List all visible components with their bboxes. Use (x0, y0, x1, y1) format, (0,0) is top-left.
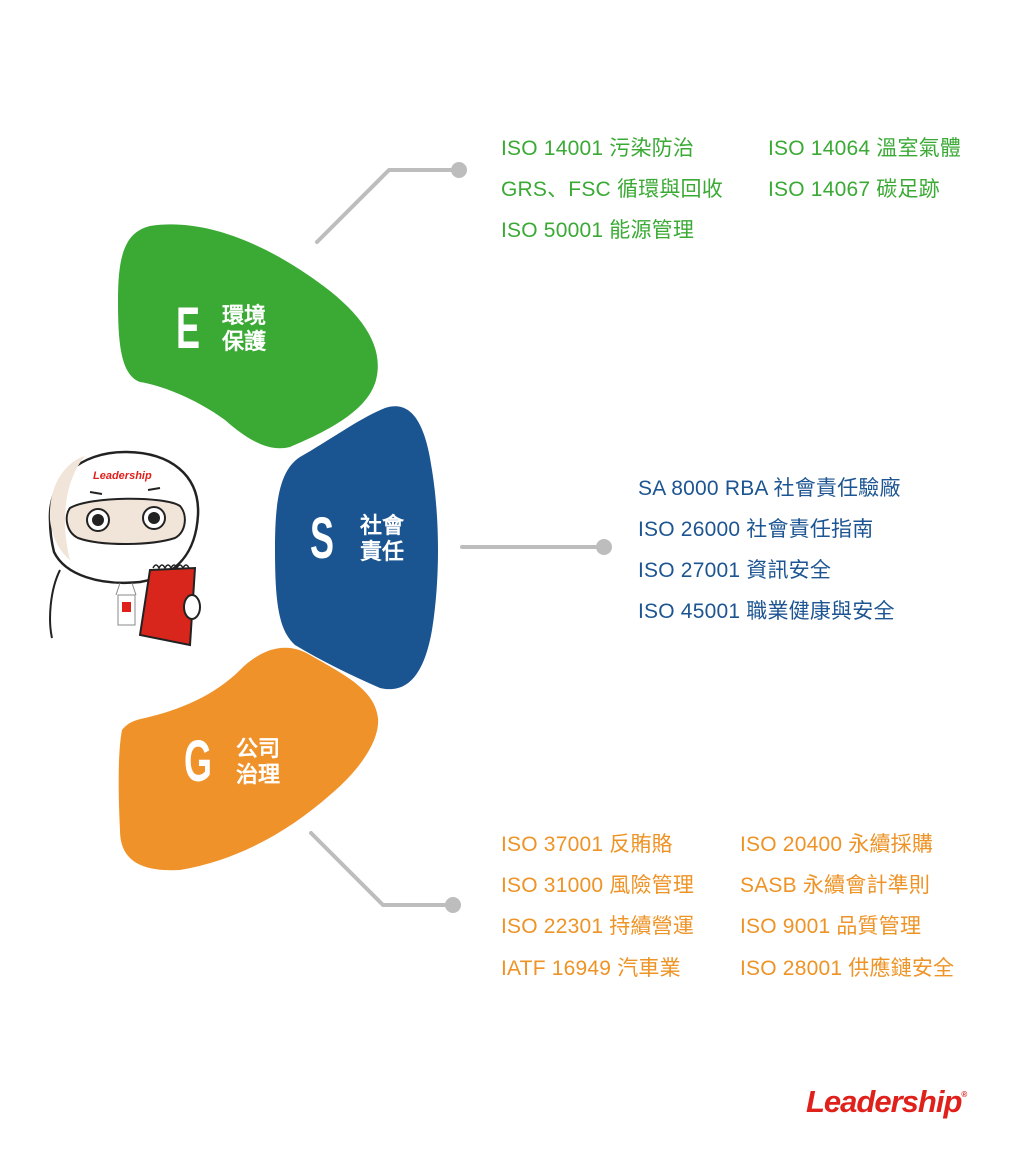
social-item: ISO 27001 資訊安全 (638, 559, 832, 582)
mascot-figure (48, 450, 201, 647)
panel-e: E 環境 保護 (176, 300, 266, 358)
panel-e-letter: E (176, 296, 200, 361)
governance-item: ISO 28001 供應鏈安全 (740, 957, 955, 980)
social-item: ISO 45001 職業健康與安全 (638, 600, 895, 623)
panel-s: S 社會 責任 (310, 510, 404, 568)
panel-s-title: 社會 責任 (360, 513, 404, 565)
mascot-badge-text: Leadership (93, 470, 152, 482)
panel-g-shape (118, 647, 379, 871)
panel-e-title-line1: 環境 (222, 303, 267, 328)
panel-e-title: 環境 保護 (222, 303, 266, 355)
panel-s-title-line1: 社會 (360, 513, 405, 538)
governance-item: ISO 37001 反賄賂 (501, 833, 673, 856)
panel-s-title-line2: 責任 (360, 539, 405, 564)
connector-s (460, 539, 612, 555)
environment-item: ISO 14067 碳足跡 (768, 178, 940, 201)
panel-g: G 公司 治理 (184, 733, 280, 791)
social-item: SA 8000 RBA 社會責任驗廠 (638, 477, 901, 500)
panel-e-shape (118, 224, 378, 449)
panel-g-letter: G (184, 729, 212, 794)
connector-g (309, 831, 461, 913)
environment-item: GRS、FSC 循環與回收 (501, 178, 723, 201)
environment-item: ISO 14064 溫室氣體 (768, 137, 962, 160)
panel-s-shape (275, 406, 438, 690)
environment-item: ISO 14001 污染防治 (501, 137, 695, 160)
panel-s-letter: S (310, 506, 334, 571)
governance-item: ISO 9001 品質管理 (740, 915, 922, 938)
registered-mark-icon: ® (961, 1090, 967, 1099)
governance-item: IATF 16949 汽車業 (501, 957, 681, 980)
environment-item: ISO 50001 能源管理 (501, 219, 695, 242)
logo-text: Leadership (806, 1084, 962, 1119)
governance-item: ISO 20400 永續採購 (740, 833, 934, 856)
leadership-logo: Leadership® (806, 1084, 967, 1120)
governance-item: SASB 永續會計準則 (740, 874, 931, 897)
panel-g-title-line2: 治理 (236, 762, 281, 787)
panel-g-title-line1: 公司 (236, 736, 281, 761)
panel-g-title: 公司 治理 (236, 736, 280, 788)
panel-e-title-line2: 保護 (222, 329, 267, 354)
governance-item: ISO 31000 風險管理 (501, 874, 695, 897)
mascot-illustration: Leadership (20, 440, 220, 650)
governance-item: ISO 22301 持續營運 (501, 915, 695, 938)
social-item: ISO 26000 社會責任指南 (638, 518, 874, 541)
connector-e (315, 162, 467, 244)
